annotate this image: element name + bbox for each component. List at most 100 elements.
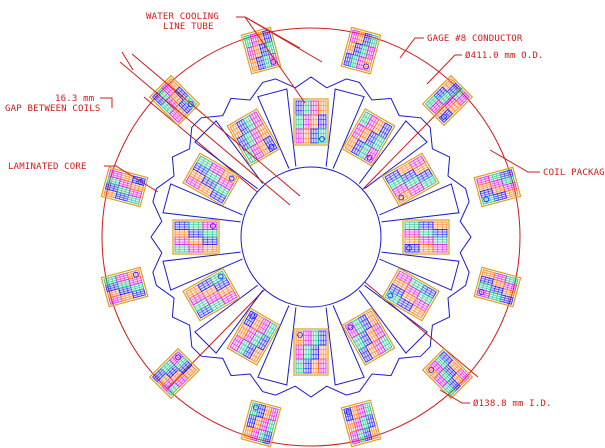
conductor-wire [225,295,230,302]
conductor-wire [373,142,381,148]
conductor-wire [254,350,261,355]
conductor-wire [244,117,253,131]
conductor-wire [197,302,202,310]
core-outer-profile [150,76,472,398]
conductor-wire [433,103,442,112]
conductor-wire [213,191,218,199]
conductor-wire [380,339,388,344]
conductor-wire [257,416,261,429]
conductor-wire [205,178,210,185]
conductor-wire [444,97,454,107]
conductor-wire [367,139,374,144]
conductor-wire [232,126,239,132]
conductor-wire [505,192,518,197]
conductor-wire [356,143,363,148]
conductor-wire [420,302,425,310]
conductor-wire [353,336,362,350]
conductor-wire [129,279,142,284]
conductor-wire [419,173,432,181]
cooling-tube [132,271,139,278]
conductor-wire [130,284,143,288]
conductor-wire [251,36,258,40]
conductor-wire [351,62,358,65]
conductor-wire [479,284,492,288]
conductor-wire [153,369,163,379]
conductor-group [202,236,218,245]
conductor-wire [111,276,114,284]
conductor-wire [457,90,463,96]
conductor-wire [420,164,425,172]
conductor-wire [350,42,355,55]
conductor-wire [162,103,172,113]
conductor-wire [416,282,421,290]
conductor-wire [216,299,222,307]
conductor-group [418,244,434,253]
conductor-wire [449,88,455,94]
coil-housing [340,399,382,448]
conductor-wire [387,292,400,300]
conductor-wire [121,174,134,179]
conductor-wire [258,404,262,417]
conductor-wire [437,110,443,116]
conductor-wire [436,359,445,368]
conductor-wire [205,280,210,287]
conductor-wire [258,335,266,348]
conductor-wire [481,283,485,290]
conductor-wire [173,372,182,381]
conductor-wire [211,164,224,173]
conductor-wire [218,180,231,189]
coil-package [100,266,149,308]
conductor-wire [163,103,169,109]
conductor-wire [186,179,200,188]
conductor-wire [359,317,368,330]
conductor-wire [372,426,377,439]
conductor-wire [253,33,258,46]
conductor-group [188,244,204,253]
conductor-wire [190,173,203,181]
conductor-wire [490,181,503,185]
conductor-wire [116,171,119,179]
conductor-wire [259,326,266,331]
conductor-wire [231,336,240,349]
conductor-wire [163,86,172,95]
conductor-wire [344,60,352,63]
conductor-wire [254,48,261,51]
conductor-wire [252,40,259,43]
conductor-wire [450,362,456,368]
conductor-wire [505,178,508,185]
conductor-wire [252,147,260,152]
conductor-wire [193,287,198,294]
conductor-wire [260,32,264,44]
conductor-wire [416,158,422,165]
conductor-wire [263,58,270,61]
coil-housing [226,307,281,366]
conductor-wire [200,184,213,192]
conductor-wire [435,366,441,372]
conductor-wire [441,371,447,377]
core-slot-outline [257,305,297,386]
conductor-wire [479,186,492,190]
conductor-wire [248,139,255,144]
conductor-wire [216,184,229,193]
conductor-wire [494,195,507,200]
conductor-wire [202,180,216,188]
conductor-wire [363,416,367,429]
conductor-wire [360,334,368,339]
coil-housing [240,26,282,75]
conductor-wire [453,89,462,98]
conductor-wire [135,176,138,184]
conductor-wire [267,422,275,426]
conductor-wire [354,338,361,343]
conductor-wire [412,178,417,185]
conductor-wire [485,270,488,278]
conductor-wire [393,184,406,193]
conductor-group [310,358,319,374]
conductor-wire [495,280,498,287]
coil-housing [381,267,440,322]
conductor-wire [213,293,218,300]
conductor-wire [137,283,141,290]
conductor-wire [168,370,174,376]
conductor-wire [261,50,268,53]
conductor-wire [500,173,513,178]
conductor-wire [257,45,261,58]
